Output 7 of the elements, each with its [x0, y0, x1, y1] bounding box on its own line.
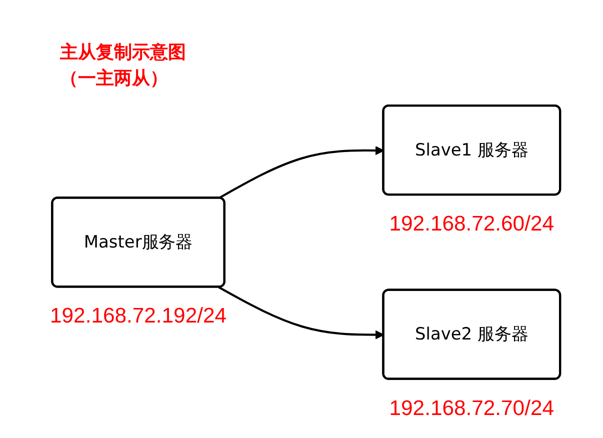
diagram-title: 主从复制示意图（一主两从）: [60, 41, 187, 91]
server-box: Slave2 服务器: [382, 288, 562, 380]
ip-address: 192.168.72.70/24: [389, 396, 554, 420]
server-box: Slave1 服务器: [382, 104, 562, 196]
ip-address: 192.168.72.60/24: [389, 212, 554, 236]
server-box: Master服务器: [51, 196, 226, 288]
ip-address: 192.168.72.192/24: [50, 304, 227, 328]
